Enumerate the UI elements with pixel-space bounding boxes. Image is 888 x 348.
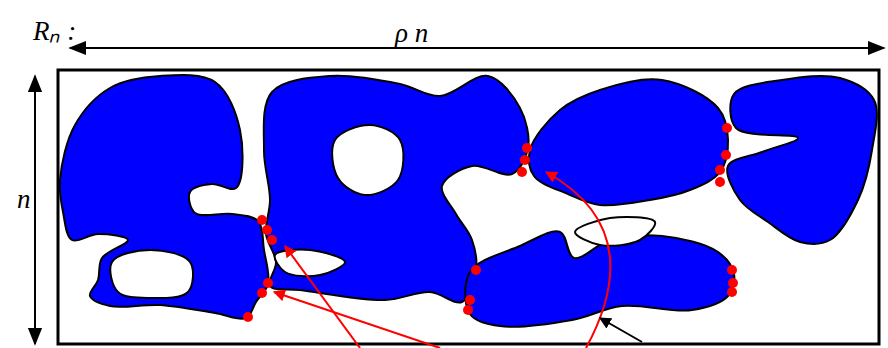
pivotal-point (263, 278, 273, 288)
pivotal-point (728, 278, 738, 288)
cluster-hole (275, 250, 345, 277)
pivotal-point (520, 155, 530, 165)
pivotal-point (257, 288, 267, 298)
cluster-blob (60, 75, 269, 319)
pivotal-point (715, 177, 725, 187)
cluster-hole (332, 125, 403, 195)
pivotal-point (721, 150, 731, 160)
pointer-arrow (274, 292, 440, 348)
pivotal-point (465, 295, 475, 305)
height-dimension (34, 76, 36, 344)
pivotal-point (727, 265, 737, 275)
cluster-blob (529, 79, 728, 205)
domain-rect (58, 70, 879, 344)
pivotal-point (522, 143, 532, 153)
pointer-arrow (285, 246, 360, 348)
pivotal-point (722, 123, 732, 133)
pointer-arrow (546, 172, 610, 348)
pivotal-point (262, 225, 272, 235)
pivotal-point (463, 305, 473, 315)
cluster-blob (727, 76, 877, 244)
pivotal-point (471, 265, 481, 275)
pivotal-point (727, 287, 737, 297)
pointer-arrow (600, 318, 642, 342)
pivotal-point (267, 235, 277, 245)
dimension-label: ρ n (392, 20, 431, 47)
pivotal-point (257, 215, 267, 225)
dimension-label: Rₙ : (30, 18, 79, 45)
dimension-label: n (14, 186, 34, 213)
pivotal-point (517, 167, 527, 177)
pivotal-point (243, 312, 253, 322)
cluster-hole (110, 250, 193, 298)
width-dimension (70, 47, 884, 49)
pivotal-point (715, 165, 725, 175)
cluster-hole (575, 217, 655, 246)
